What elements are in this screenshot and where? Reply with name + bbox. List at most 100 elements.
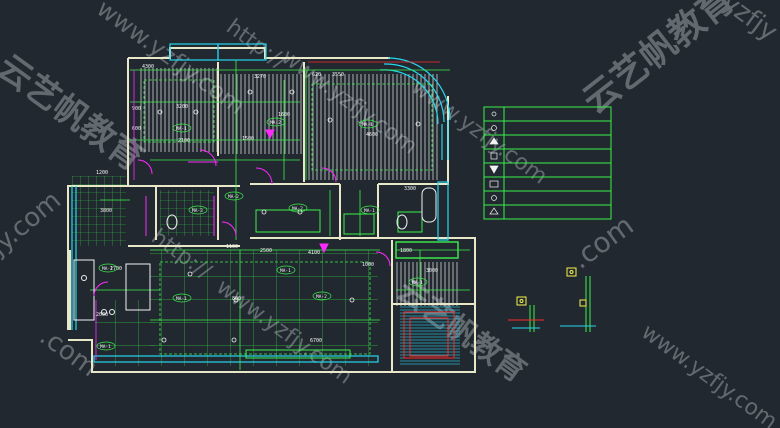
downlight-icon — [491, 125, 497, 131]
downlight-icon — [157, 109, 163, 115]
bathtub — [421, 187, 437, 223]
dim-label: 3000 — [426, 268, 438, 274]
dim-label: 600 — [132, 126, 141, 132]
bedroom-2-floor — [220, 74, 304, 154]
dim-label: 3800 — [100, 208, 112, 214]
detail-left — [508, 296, 544, 332]
dim-label: 1000 — [362, 262, 374, 268]
ceiling-light-icon — [491, 111, 497, 117]
dim-label: 4300 — [142, 64, 154, 70]
dim-label: 900 — [132, 106, 141, 112]
stove — [101, 309, 107, 315]
outer-wall — [377, 184, 476, 373]
dim-label: 1500 — [242, 136, 254, 142]
dim-label: 3200 — [176, 104, 188, 110]
bedroom-1-floor — [138, 68, 218, 152]
dim-label: 2000 — [96, 312, 108, 318]
toilet — [396, 214, 408, 230]
room-tag: MA-1 — [276, 265, 296, 275]
door-swing — [321, 167, 337, 183]
exhaust-fan-icon — [489, 180, 499, 188]
svg-text:MA-1: MA-1 — [362, 122, 373, 128]
curtain-lines — [95, 61, 440, 360]
dim-label: 2100 — [178, 138, 190, 144]
downlight-icon — [231, 337, 237, 343]
legend-symbols — [489, 111, 499, 215]
fixtures — [73, 187, 459, 359]
room-tag: MA-1 — [172, 123, 192, 133]
dim-label: 3550 — [332, 72, 344, 78]
kitchen-counter — [73, 259, 95, 321]
stove — [81, 275, 87, 281]
watermark-text: www.yzfjy.com — [636, 320, 780, 428]
study-floor — [396, 262, 460, 306]
svg-text:MA-1: MA-1 — [176, 296, 187, 302]
downlight-icon — [289, 89, 295, 95]
svg-text:MA-1: MA-1 — [364, 208, 375, 214]
downlight-icon — [161, 337, 167, 343]
pendant-icon — [489, 207, 499, 215]
door-swing — [199, 149, 217, 167]
downlight-icon — [297, 209, 303, 215]
downlight-icon — [349, 297, 355, 303]
bed-frame — [403, 311, 455, 359]
balcony-floor — [72, 176, 126, 246]
vanity — [397, 211, 423, 233]
spotlight-icon — [489, 137, 499, 145]
svg-text:MA-1: MA-1 — [412, 280, 423, 286]
room-tag: MA-1 — [358, 119, 378, 129]
outer-wall — [68, 339, 378, 373]
triangle-light-icon — [265, 129, 275, 140]
dim-label: 6700 — [310, 338, 322, 344]
wall-lamp-icon — [490, 152, 498, 160]
dimension-labels: 4300 3270 620 3550 1600 4600 3200 2100 1… — [96, 64, 438, 344]
door-swing — [137, 159, 153, 175]
downlight-icon — [261, 209, 267, 215]
room-tags: MA-1 MA-2 MA-1 MA-2 MA-2 MA-1 MA-1 MA-1 … — [96, 117, 428, 351]
dim-label: 4100 — [308, 250, 320, 256]
dim-label: 1100 — [226, 244, 238, 250]
triangle-light-icon — [319, 243, 329, 254]
dim-label: 1800 — [400, 248, 412, 254]
door-swing — [221, 221, 237, 237]
room-tag: MA-3 — [188, 205, 208, 215]
living-room-floor — [150, 250, 378, 366]
ceiling-outlines — [143, 79, 433, 355]
floor-fills — [72, 68, 460, 366]
svg-text:MA-2: MA-2 — [316, 294, 327, 300]
lighting-symbols — [93, 129, 391, 297]
bed-frame — [409, 317, 449, 357]
triangle-down-icon — [489, 165, 499, 174]
downlight-icon — [327, 117, 333, 123]
downlight-icon — [193, 109, 199, 115]
downlight-icon — [247, 89, 253, 95]
downlight-icon — [415, 121, 421, 127]
room-tag: MA-1 — [96, 341, 116, 351]
dim-label: 2500 — [260, 248, 272, 254]
dim-label: 1600 — [278, 112, 290, 118]
outer-wall — [67, 58, 129, 330]
room-tag: MA-1 — [172, 293, 192, 303]
svg-text:MA-2: MA-2 — [228, 194, 239, 200]
svg-text:MA-2: MA-2 — [292, 206, 303, 212]
svg-text:MA-3: MA-3 — [192, 208, 203, 214]
bathroom-floor — [160, 190, 214, 236]
dim-label: 3270 — [254, 74, 266, 80]
svg-text:MA-1: MA-1 — [280, 268, 291, 274]
door-swing — [93, 281, 109, 297]
legend-table — [483, 106, 612, 220]
wardrobe — [343, 213, 375, 235]
track-light-icon — [491, 195, 497, 201]
room-tag: MA-2 — [312, 291, 332, 301]
downlights — [157, 89, 421, 343]
door-swing — [375, 251, 391, 267]
dim-label: 620 — [312, 72, 321, 78]
terrace-floor — [400, 306, 460, 366]
bay-window — [379, 57, 451, 160]
wardrobe — [255, 209, 321, 233]
svg-text:MA-1: MA-1 — [176, 126, 187, 132]
dim-label: 800 — [232, 296, 241, 302]
room-tag: MA-1 — [98, 263, 118, 273]
dim-label: 4600 — [366, 132, 378, 138]
watermark-text: fjy.com — [0, 185, 67, 267]
